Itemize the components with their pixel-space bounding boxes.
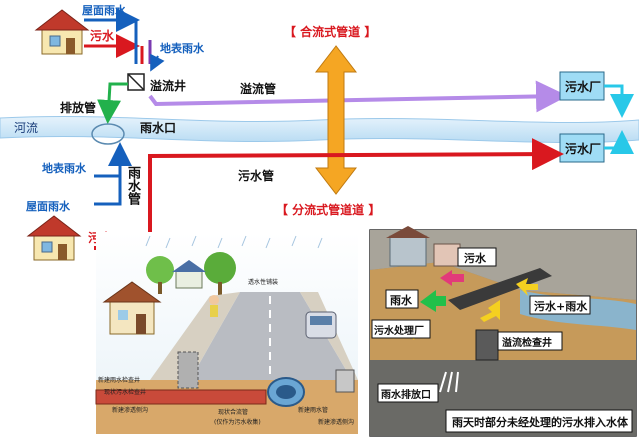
street-label-new-rain: 新建雨水管	[298, 406, 328, 414]
plant-bottom: 污水厂	[559, 133, 605, 163]
river-band	[0, 115, 639, 144]
surface-rain-arrow-top	[150, 53, 165, 72]
surface-rain-label-bottom: 地表雨水	[42, 161, 87, 175]
street-label-infiltration-2: 新建渗透侧沟	[318, 418, 354, 426]
overflow-well-label: 溢流井	[150, 78, 186, 93]
rain-outlet-label: 雨水口	[140, 120, 176, 135]
street-illustration: 透水性铺装 新建雨水检查井 现状污水检查井 新建渗透侧沟 现状合流管 (仅作为污…	[95, 232, 358, 434]
street-label-combined-pipe: 现状合流管	[218, 408, 248, 416]
svg-text:污水厂: 污水厂	[565, 79, 601, 94]
header-combined: 【 合流式管道 】	[284, 24, 376, 39]
roof-rain-label-top: 屋面雨水	[82, 3, 127, 17]
system-divider-arrow	[314, 45, 358, 195]
street-label-permeable: 透水性铺装	[248, 278, 278, 286]
photo-label-overflow-inspection: 溢流检查井	[502, 336, 552, 349]
svg-text:污水厂: 污水厂	[565, 141, 601, 156]
surface-rain-label-top: 地表雨水	[160, 41, 205, 55]
sewage-pipe-label: 污水管	[238, 168, 274, 183]
plant-bottom-outflow	[604, 130, 634, 154]
street-label-combined-note: (仅作为污水收集)	[214, 418, 261, 426]
sewage-label-top: 污水	[90, 28, 115, 43]
photo-caption: 雨天时部分未经处理的污水排入水体	[452, 415, 629, 429]
photo-label-rain: 雨水	[390, 293, 413, 307]
plant-top-outflow	[604, 84, 634, 118]
plant-top: 污水厂	[559, 71, 605, 101]
photo-label-sewage-plus-rain: 污水+雨水	[534, 299, 588, 313]
photo-panel: 污水 雨水 污水+雨水 污水处理厂 溢流检查井 雨水排放口 雨天时部分未经处理的…	[369, 226, 637, 437]
overflow-pipe-line	[148, 80, 568, 113]
header-separate: 【 分流式管道道 】	[276, 202, 380, 217]
house-top	[34, 9, 90, 55]
photo-label-treatment-plant: 污水处理厂	[374, 324, 424, 337]
photo-label-rain-outlet: 雨水排放口	[381, 388, 431, 401]
rain-pipe-line	[94, 142, 132, 206]
drain-pipe-label: 排放管	[60, 100, 96, 115]
overflow-pipe-label: 溢流管	[240, 81, 276, 96]
roof-rain-label-bottom: 屋面雨水	[26, 199, 71, 213]
drain-pipe-line	[97, 82, 128, 124]
street-label-inspection-existing: 现状污水检查井	[104, 388, 146, 396]
photo-label-sewage: 污水	[464, 251, 487, 265]
street-label-infiltration: 新建渗透侧沟	[112, 406, 148, 414]
street-label-inspection-new: 新建雨水检查井	[98, 376, 140, 384]
rain-pipe-vertical-label: 雨水管	[125, 166, 140, 205]
house-bottom	[26, 215, 82, 261]
river-label: 河流	[14, 121, 38, 135]
